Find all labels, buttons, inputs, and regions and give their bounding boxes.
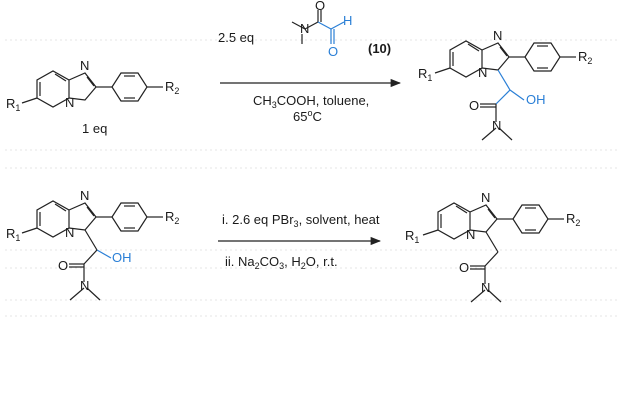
product2-amide-n: N: [481, 280, 490, 295]
sm2-carbonyl-o: O: [58, 258, 68, 273]
product1-r1: R1: [418, 66, 432, 83]
product1-carbonyl-o: O: [469, 98, 479, 113]
sm2-r2: R2: [165, 209, 179, 226]
reagent-o-amide: O: [315, 0, 325, 13]
step-2-conditions: ii. Na2CO3, H2O, r.t.: [225, 254, 338, 271]
product2-r1: R1: [405, 228, 419, 245]
conditions-solvent: CH3COOH, toluene,: [253, 93, 369, 110]
product1-amide-n: N: [492, 118, 501, 133]
product2-atom-n-top: N: [481, 190, 490, 205]
product2-carbonyl-o: O: [459, 260, 469, 275]
atom-n-bridge: N: [65, 95, 74, 110]
product1-atom-n-top: N: [493, 28, 502, 43]
sm2-r1: R1: [6, 226, 20, 243]
product-2: [422, 202, 564, 303]
reagent-aldehyde-o: O: [328, 44, 338, 59]
sm2-atom-n-top: N: [80, 188, 89, 203]
product1-hydroxyl: OH: [526, 92, 546, 107]
guide-lines: [5, 39, 620, 317]
product1-atom-n-bridge: N: [478, 65, 487, 80]
sm2-amide-n: N: [80, 278, 89, 293]
reagent-equivalents: 2.5 eq: [218, 30, 254, 45]
sm2-atom-n-bridge: N: [65, 225, 74, 240]
sm2-hydroxyl: OH: [112, 250, 132, 265]
reagent-n: N: [300, 21, 309, 36]
product2-atom-n-bridge: N: [466, 227, 475, 242]
r1-label: R1: [6, 96, 20, 113]
product1-r2: R2: [578, 49, 592, 66]
product2-r2: R2: [566, 211, 580, 228]
start-equivalents: 1 eq: [82, 121, 107, 136]
reagent-aldehyde-h: H: [343, 13, 352, 28]
starting-material-1: [21, 70, 163, 108]
atom-n-top: N: [80, 58, 89, 73]
r2-label: R2: [165, 79, 179, 96]
product-1: [434, 40, 576, 141]
reagent-compound-number: (10): [368, 41, 391, 56]
step-1-conditions: i. 2.6 eq PBr3, solvent, heat: [222, 212, 380, 229]
conditions-temperature: 65oC: [293, 108, 322, 124]
reagent-10-structure: [291, 10, 345, 44]
starting-material-2: [21, 200, 163, 301]
